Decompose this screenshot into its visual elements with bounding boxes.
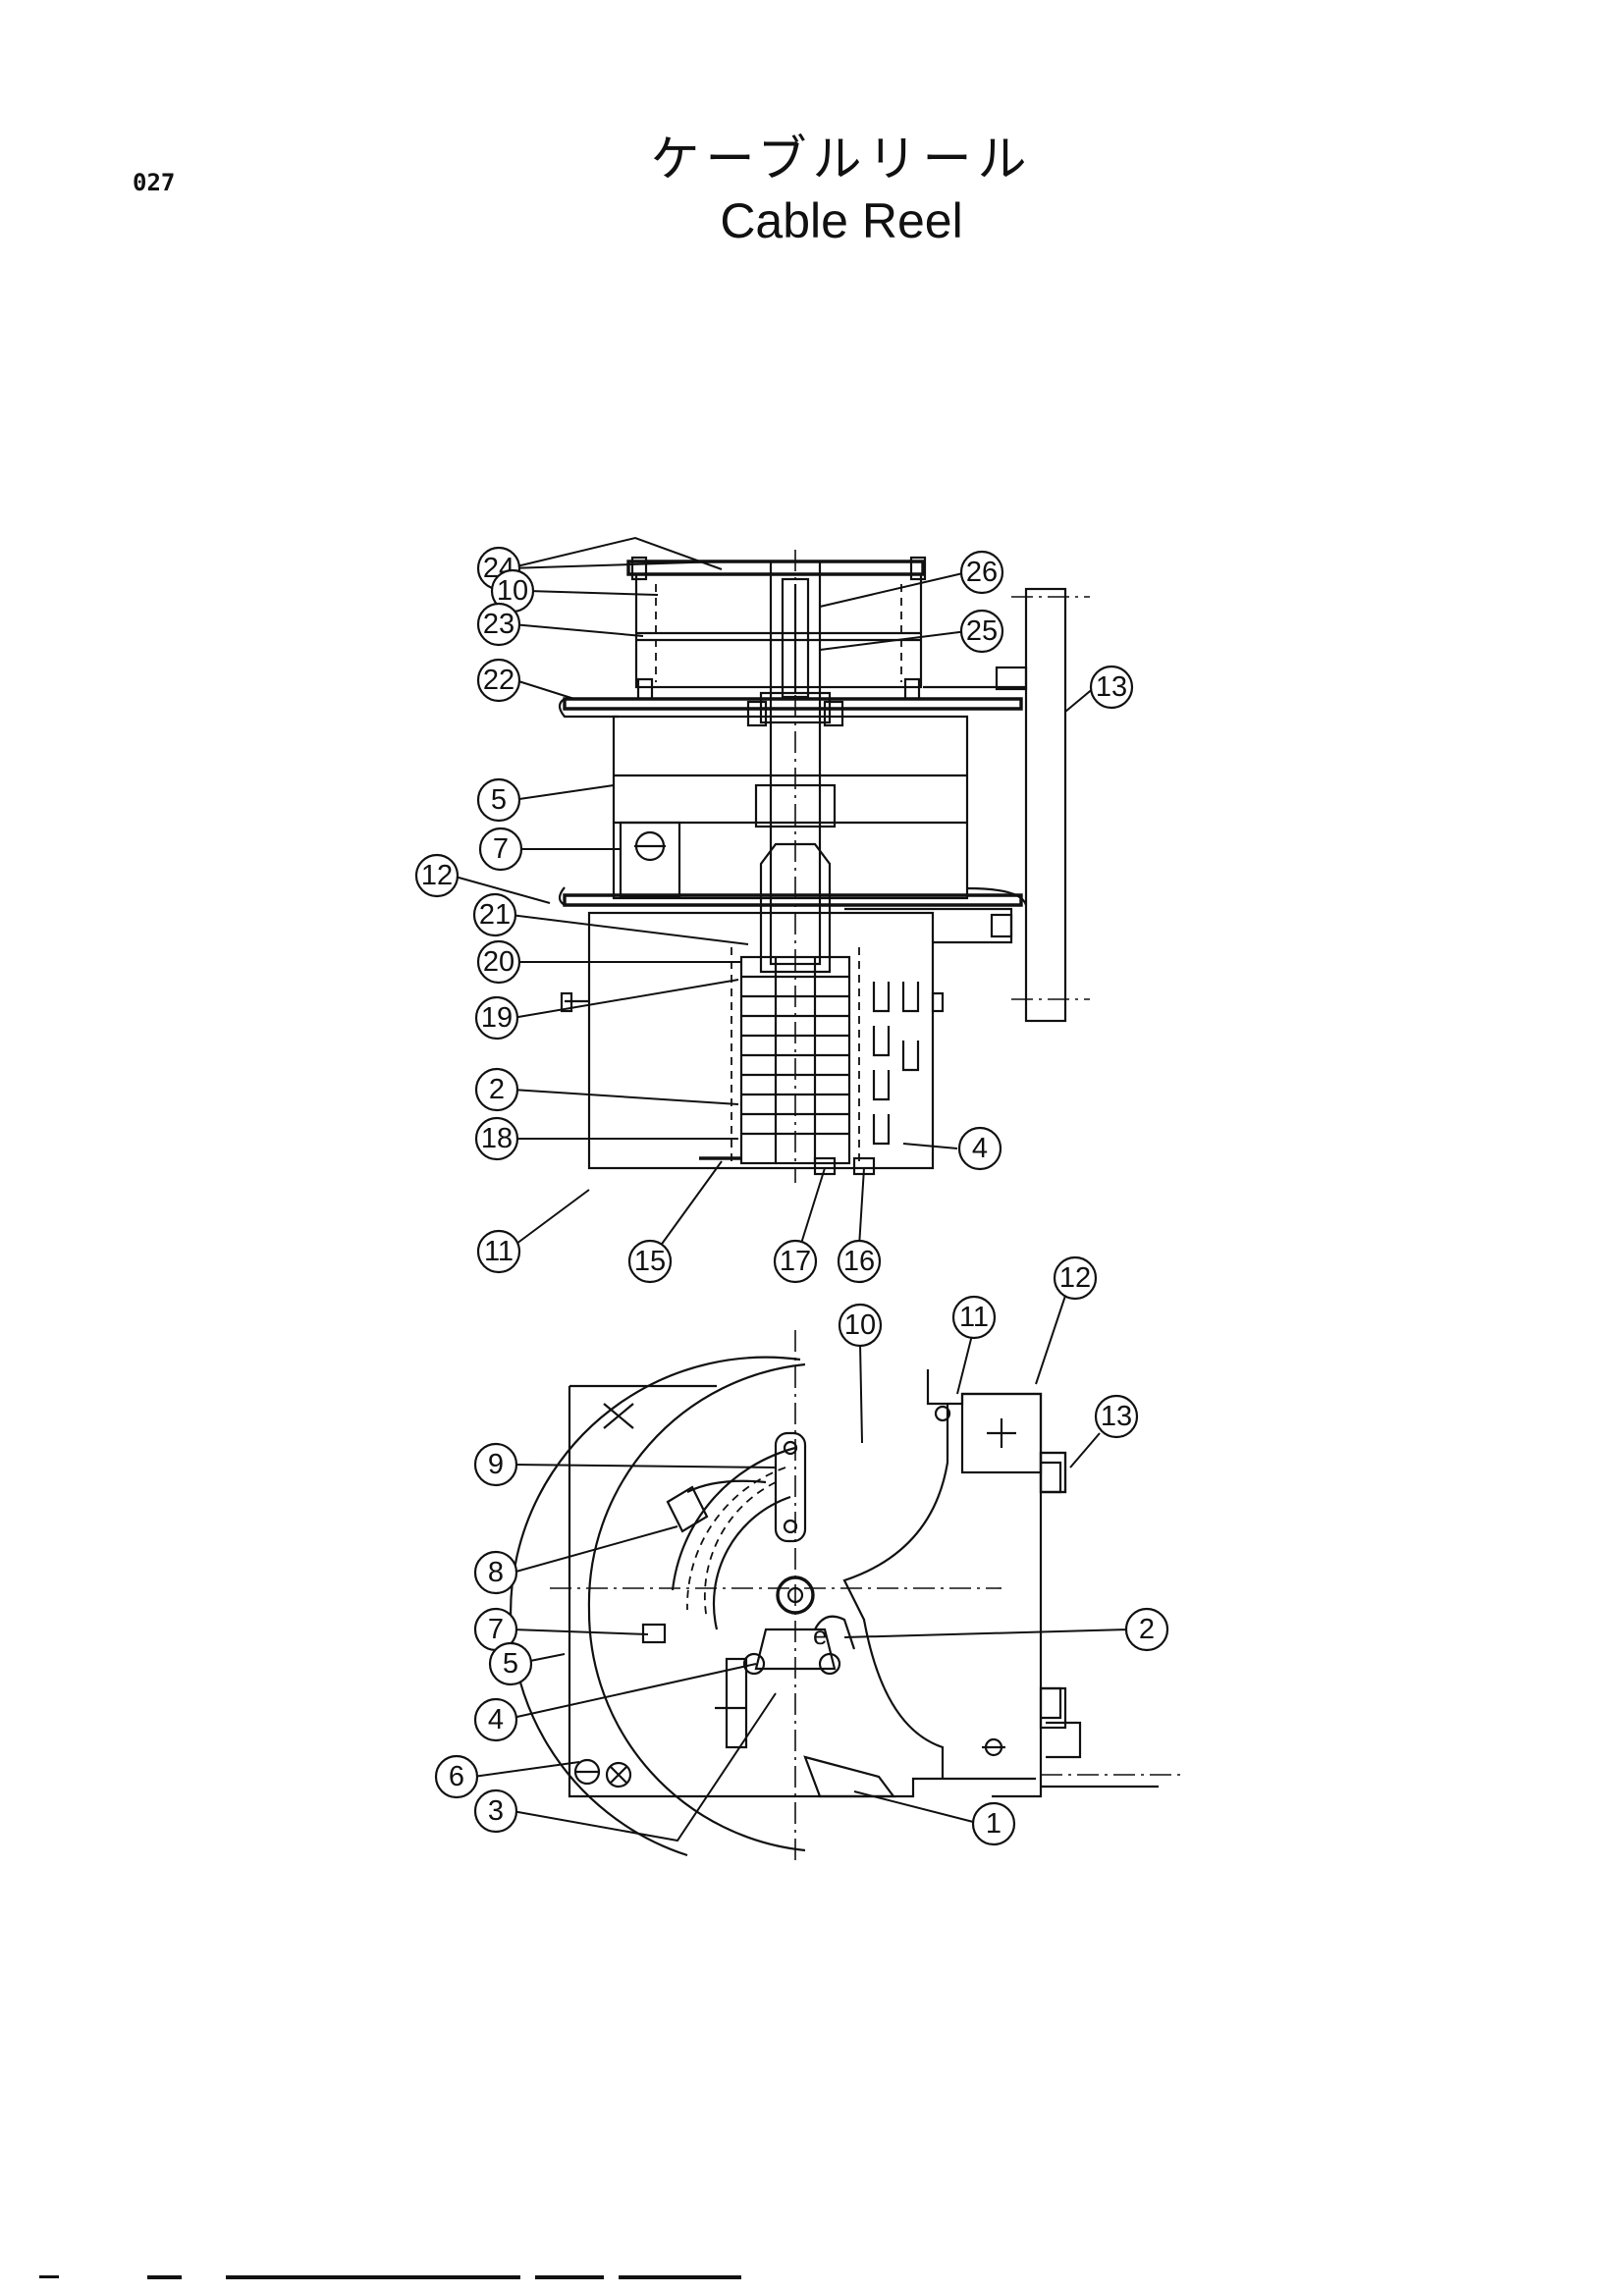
callout-9: 9 bbox=[473, 1442, 518, 1487]
callout-11: 11 bbox=[476, 1229, 521, 1274]
callout-16: 16 bbox=[837, 1239, 882, 1284]
callout-3: 3 bbox=[473, 1789, 518, 1834]
callout-7b: 7 bbox=[473, 1607, 518, 1652]
svg-text:15: 15 bbox=[634, 1246, 666, 1277]
callout-1: 1 bbox=[971, 1801, 1016, 1846]
svg-text:26: 26 bbox=[966, 557, 998, 588]
callout-12b: 12 bbox=[1053, 1255, 1098, 1301]
svg-text:4: 4 bbox=[488, 1704, 504, 1735]
svg-text:20: 20 bbox=[483, 946, 514, 978]
callout-5b: 5 bbox=[488, 1641, 533, 1686]
front-view-callouts: 9 8 7 5 4 6 3 10 11 12 13 2 1 bbox=[434, 1255, 1169, 1846]
callout-23: 23 bbox=[476, 602, 521, 647]
callout-10b: 10 bbox=[838, 1303, 883, 1348]
svg-text:12: 12 bbox=[1059, 1262, 1091, 1294]
svg-text:16: 16 bbox=[843, 1246, 875, 1277]
callout-2b: 2 bbox=[1124, 1607, 1169, 1652]
callout-13b: 13 bbox=[1094, 1394, 1139, 1439]
callout-11b: 11 bbox=[951, 1295, 997, 1340]
callout-15: 15 bbox=[627, 1239, 673, 1284]
callout-18: 18 bbox=[474, 1116, 519, 1161]
svg-text:19: 19 bbox=[481, 1002, 513, 1034]
svg-text:18: 18 bbox=[481, 1123, 513, 1154]
callout-19: 19 bbox=[474, 995, 519, 1041]
callout-20: 20 bbox=[476, 939, 521, 985]
callout-26: 26 bbox=[959, 550, 1004, 595]
page-code: 027 bbox=[133, 169, 176, 196]
svg-text:5: 5 bbox=[491, 784, 507, 816]
callout-25: 25 bbox=[959, 609, 1004, 654]
side-view-leaders bbox=[451, 536, 1096, 1248]
svg-text:10: 10 bbox=[497, 575, 528, 607]
svg-text:13: 13 bbox=[1096, 671, 1127, 703]
front-view: e bbox=[510, 1330, 1183, 1865]
callout-21: 21 bbox=[472, 892, 517, 937]
svg-text:12: 12 bbox=[421, 860, 453, 891]
callout-10: 10 bbox=[490, 568, 535, 614]
svg-text:5: 5 bbox=[503, 1648, 518, 1680]
svg-text:13: 13 bbox=[1101, 1401, 1132, 1432]
svg-text:8: 8 bbox=[488, 1557, 504, 1588]
side-view bbox=[558, 550, 1090, 1183]
front-view-leaders bbox=[472, 1295, 1130, 1842]
svg-text:7: 7 bbox=[493, 833, 509, 865]
title-japanese: ケーブルリール bbox=[650, 131, 1033, 187]
callout-17: 17 bbox=[773, 1239, 818, 1284]
svg-text:2: 2 bbox=[489, 1074, 505, 1105]
callout-12: 12 bbox=[414, 853, 460, 898]
svg-text:23: 23 bbox=[483, 609, 514, 640]
svg-text:10: 10 bbox=[844, 1309, 876, 1341]
callout-4: 4 bbox=[957, 1126, 1002, 1171]
callout-8: 8 bbox=[473, 1550, 518, 1595]
svg-text:11: 11 bbox=[484, 1236, 514, 1267]
title-english: Cable Reel bbox=[720, 193, 963, 248]
footer-rule bbox=[39, 2275, 741, 2279]
svg-text:3: 3 bbox=[488, 1795, 504, 1827]
svg-text:11: 11 bbox=[959, 1302, 989, 1333]
callout-6: 6 bbox=[434, 1754, 479, 1799]
svg-text:4: 4 bbox=[972, 1133, 988, 1164]
callout-22: 22 bbox=[476, 658, 521, 703]
svg-text:9: 9 bbox=[488, 1449, 504, 1480]
side-view-callouts: 24 10 23 22 5 7 12 21 20 19 2 18 11 15 1… bbox=[414, 546, 1134, 1284]
svg-text:1: 1 bbox=[986, 1808, 1001, 1840]
svg-text:17: 17 bbox=[780, 1246, 811, 1277]
svg-text:21: 21 bbox=[479, 899, 511, 931]
svg-text:22: 22 bbox=[483, 665, 514, 696]
svg-text:e: e bbox=[813, 1621, 827, 1650]
svg-text:2: 2 bbox=[1139, 1614, 1155, 1645]
svg-text:7: 7 bbox=[488, 1614, 504, 1645]
svg-text:25: 25 bbox=[966, 615, 998, 647]
callout-7: 7 bbox=[478, 827, 523, 872]
callout-13: 13 bbox=[1089, 665, 1134, 710]
callout-5: 5 bbox=[476, 777, 521, 823]
svg-text:6: 6 bbox=[449, 1761, 464, 1792]
callout-4b: 4 bbox=[473, 1697, 518, 1742]
callout-2: 2 bbox=[474, 1067, 519, 1112]
